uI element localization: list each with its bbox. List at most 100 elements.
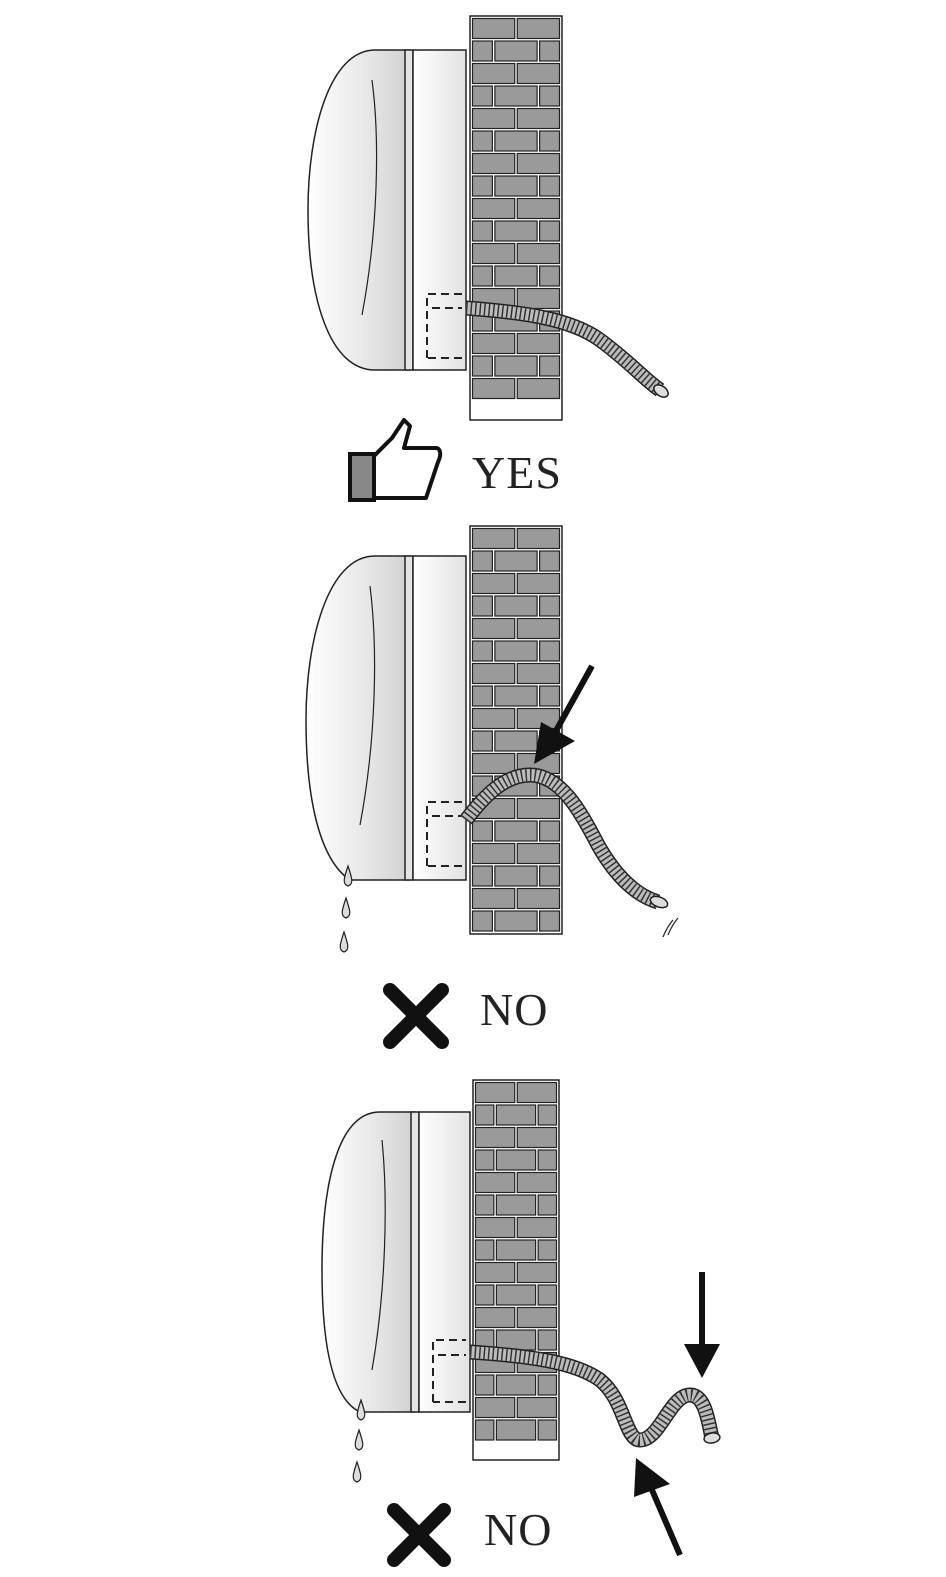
- brick: [471, 265, 493, 287]
- brick: [494, 685, 538, 707]
- cross-icon: [387, 1503, 451, 1567]
- brick: [474, 1306, 516, 1329]
- brick: [516, 377, 561, 400]
- brick: [516, 572, 561, 595]
- brick: [516, 707, 561, 730]
- brick: [471, 662, 516, 685]
- brick: [537, 1284, 558, 1306]
- brick: [537, 1104, 558, 1126]
- brick: [495, 1284, 537, 1306]
- brick: [474, 1261, 516, 1284]
- brick: [471, 107, 516, 130]
- brick: [474, 1284, 495, 1306]
- brick: [516, 1306, 558, 1329]
- verdict-label-yes: YES: [472, 447, 562, 498]
- arrow-up-left-icon: [634, 1458, 683, 1557]
- brick: [516, 1081, 558, 1104]
- brick: [539, 910, 561, 932]
- brick: [471, 17, 516, 40]
- brick: [471, 550, 493, 572]
- brick: [474, 1194, 495, 1216]
- brick: [471, 242, 516, 265]
- brick-wall: [472, 1079, 560, 1461]
- brick: [471, 377, 516, 400]
- brick: [474, 1104, 495, 1126]
- brick: [494, 85, 538, 107]
- brick: [516, 1261, 558, 1284]
- brick-wall: [469, 525, 563, 935]
- brick: [471, 355, 493, 377]
- brick: [539, 640, 561, 662]
- brick: [471, 910, 493, 932]
- brick: [516, 1396, 558, 1419]
- verdict-label-no: NO: [480, 984, 549, 1035]
- verdict-label-no: NO: [484, 1504, 553, 1555]
- brick: [474, 1081, 516, 1104]
- brick: [494, 820, 538, 842]
- brick: [471, 752, 516, 775]
- brick: [495, 1239, 537, 1261]
- brick: [494, 175, 538, 197]
- brick: [494, 640, 538, 662]
- brick: [471, 730, 493, 752]
- brick: [495, 1149, 537, 1171]
- brick: [471, 130, 493, 152]
- brick: [516, 287, 561, 310]
- brick: [539, 40, 561, 62]
- brick: [471, 820, 493, 842]
- panel-correct: [307, 15, 669, 502]
- brick: [494, 865, 538, 887]
- brick: [494, 910, 538, 932]
- brick: [539, 865, 561, 887]
- brick: [516, 197, 561, 220]
- brick: [471, 332, 516, 355]
- brick: [495, 1104, 537, 1126]
- brick: [494, 265, 538, 287]
- brick: [539, 685, 561, 707]
- brick: [471, 842, 516, 865]
- brick: [495, 1419, 537, 1441]
- brick: [474, 1374, 495, 1396]
- brick: [474, 1419, 495, 1441]
- brick: [516, 332, 561, 355]
- brick: [471, 887, 516, 910]
- brick: [471, 572, 516, 595]
- brick: [516, 1171, 558, 1194]
- brick: [539, 265, 561, 287]
- panel-hose-raised: [305, 525, 679, 1049]
- brick: [537, 1329, 558, 1351]
- brick: [537, 1149, 558, 1171]
- brick: [471, 865, 493, 887]
- brick: [494, 595, 538, 617]
- brick: [516, 527, 561, 550]
- brick: [471, 595, 493, 617]
- brick: [516, 842, 561, 865]
- drain-hose: [460, 767, 679, 938]
- brick: [471, 62, 516, 85]
- brick: [516, 17, 561, 40]
- brick: [471, 707, 516, 730]
- indoor-unit: [305, 555, 467, 881]
- brick: [474, 1171, 516, 1194]
- brick: [471, 197, 516, 220]
- brick: [471, 40, 493, 62]
- indoor-unit: [321, 1111, 471, 1413]
- arrow-down-icon: [684, 1272, 720, 1378]
- brick: [494, 550, 538, 572]
- brick: [471, 640, 493, 662]
- panel-hose-kinked: [321, 1079, 721, 1567]
- water-drips: [339, 864, 353, 953]
- brick: [537, 1239, 558, 1261]
- brick: [516, 617, 561, 640]
- brick: [539, 130, 561, 152]
- brick: [474, 1239, 495, 1261]
- brick: [539, 85, 561, 107]
- brick: [539, 175, 561, 197]
- brick: [471, 685, 493, 707]
- brick: [474, 1216, 516, 1239]
- brick: [539, 550, 561, 572]
- brick: [516, 662, 561, 685]
- brick: [516, 797, 561, 820]
- brick: [494, 730, 538, 752]
